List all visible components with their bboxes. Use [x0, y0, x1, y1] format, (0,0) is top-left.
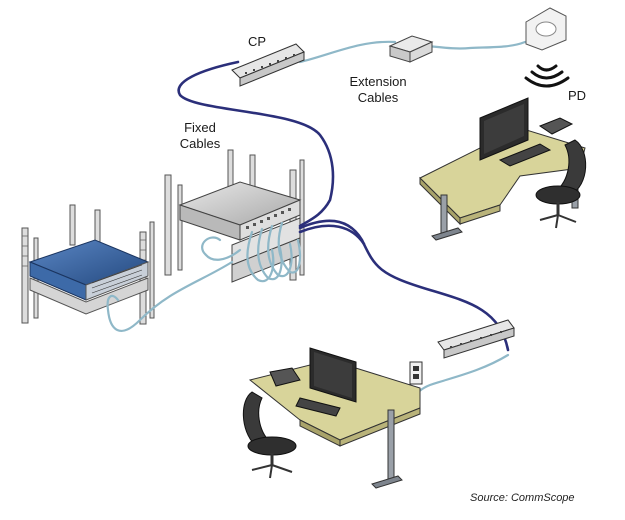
- office-chair: [535, 139, 587, 229]
- extension-cables-label: Extension Cables: [338, 74, 418, 106]
- wall-outlet: [409, 361, 423, 385]
- fixed-label-line2: Cables: [179, 136, 221, 151]
- office-chair-2: [242, 391, 297, 479]
- source-credit: Source: CommScope: [470, 492, 575, 504]
- zone-patch-panel: [437, 319, 515, 359]
- access-point: [524, 7, 570, 88]
- cp-label: CP: [248, 34, 267, 49]
- extension-label-line2: Cables: [357, 90, 399, 105]
- junction-box: [388, 35, 434, 63]
- extension-label-line1: Extension: [349, 74, 407, 89]
- keyboard: [498, 143, 552, 167]
- fixed-label-line1: Fixed: [184, 120, 216, 135]
- phone: [538, 117, 574, 135]
- wifi-signal-icon: [524, 64, 570, 88]
- keyboard-2: [295, 397, 341, 417]
- phone-2: [269, 367, 301, 387]
- lower-desk: [242, 347, 421, 489]
- center-rack: [164, 149, 305, 283]
- upper-desk: [419, 97, 587, 241]
- left-rack: [21, 204, 155, 325]
- consolidation-point: [231, 43, 305, 87]
- fixed-cables-label: Fixed Cables: [170, 120, 230, 152]
- trunk-cables: [177, 60, 510, 352]
- pd-label: PD: [568, 88, 587, 103]
